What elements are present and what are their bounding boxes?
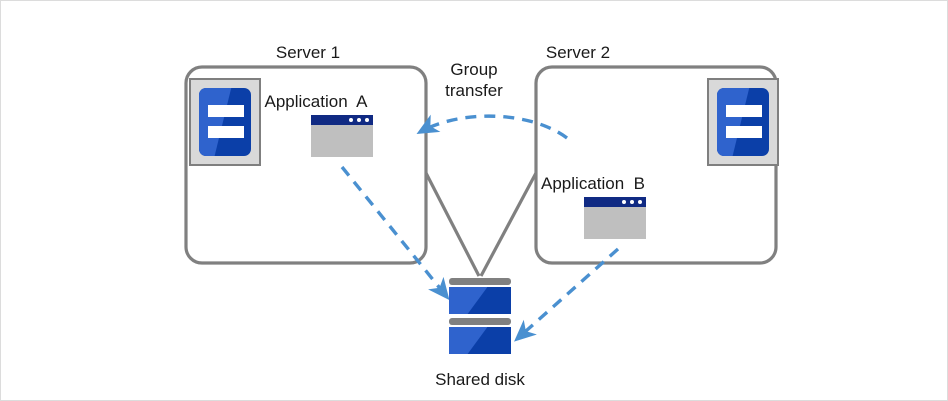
server-icon-body xyxy=(199,88,251,156)
window-dot-icon xyxy=(630,200,634,204)
app-a-to-disk-arrow xyxy=(340,165,450,301)
window-dot-icon xyxy=(357,118,361,122)
shared-disk-unit xyxy=(449,318,511,354)
window-dot-icon xyxy=(349,118,353,122)
server-icon xyxy=(189,78,261,166)
shared-disk-icon xyxy=(449,278,511,354)
window-dot-icon xyxy=(622,200,626,204)
server-icon-body xyxy=(717,88,769,156)
application-a-label: Application A xyxy=(264,92,368,111)
app-b-to-disk-arrow xyxy=(514,247,620,342)
window-dot-icon xyxy=(365,118,369,122)
server2-title: Server 2 xyxy=(545,43,611,62)
application-window-titlebar xyxy=(584,197,646,207)
shared-disk-label: Shared disk xyxy=(435,370,525,389)
shared-disk-unit-platter xyxy=(449,287,511,314)
application-window-titlebar xyxy=(311,115,373,125)
shared-disk-unit-cap xyxy=(449,278,511,285)
application-window-icon xyxy=(584,197,646,239)
server-icon-slot-2 xyxy=(726,126,762,138)
connector-server1-disk xyxy=(424,172,481,277)
connector-server2-disk xyxy=(479,172,538,277)
server-icon xyxy=(707,78,779,166)
window-dot-icon xyxy=(638,200,642,204)
shared-disk-unit-cap xyxy=(449,318,511,325)
server1-box xyxy=(184,65,428,265)
server1-title: Server 1 xyxy=(275,43,341,62)
group-transfer-arrow xyxy=(416,114,569,140)
application-window-icon xyxy=(311,115,373,157)
server-icon-slot-1 xyxy=(726,105,762,117)
group-transfer-label: Group transfer xyxy=(445,60,503,100)
shared-disk-unit xyxy=(449,278,511,314)
shared-disk-unit-platter xyxy=(449,327,511,354)
application-b-label: Application B xyxy=(541,174,645,193)
server-icon-slot-2 xyxy=(208,126,244,138)
server-icon-slot-1 xyxy=(208,105,244,117)
